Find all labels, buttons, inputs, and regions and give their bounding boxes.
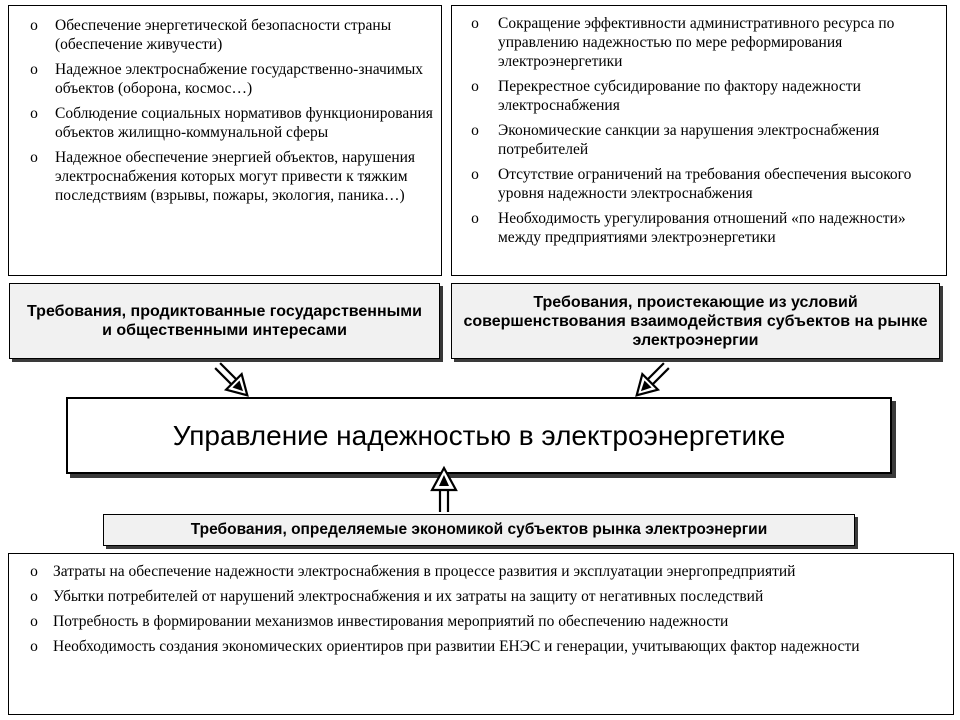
bullet-icon: o bbox=[471, 122, 479, 139]
state-interests-requirement: Требования, продиктованные государственн… bbox=[9, 283, 440, 359]
bullet-icon: o bbox=[30, 105, 38, 122]
central-title-box: Управление надежностью в электроэнергети… bbox=[66, 397, 892, 474]
bullet-icon: o bbox=[30, 588, 38, 605]
market-interaction-requirement-label: Требования, проистекающие из условий сов… bbox=[463, 293, 928, 349]
arrow-down-left-icon bbox=[635, 362, 670, 397]
economic-requirement-label: Требования, определяемые экономикой субъ… bbox=[190, 521, 768, 538]
bullet-icon: o bbox=[30, 149, 38, 166]
bullet-icon: o bbox=[30, 17, 38, 34]
bullet-icon: o bbox=[30, 613, 38, 630]
bullet-icon: o bbox=[471, 78, 479, 95]
central-title: Управление надежностью в электроэнергети… bbox=[172, 419, 786, 451]
arrow-up-icon bbox=[430, 465, 458, 512]
bullet-icon: o bbox=[30, 61, 38, 78]
bullet-icon: o bbox=[471, 15, 479, 32]
bullet-icon: o bbox=[30, 563, 38, 580]
economic-requirement: Требования, определяемые экономикой субъ… bbox=[103, 514, 855, 546]
arrow-down-right-icon bbox=[214, 362, 249, 397]
bullet-icon: o bbox=[471, 166, 479, 183]
market-interaction-requirement: Требования, проистекающие из условий сов… bbox=[451, 283, 940, 359]
state-interests-requirement-label: Требования, продиктованные государственн… bbox=[27, 303, 422, 339]
bullet-icon: o bbox=[471, 210, 479, 227]
bullet-icon: o bbox=[30, 638, 38, 655]
